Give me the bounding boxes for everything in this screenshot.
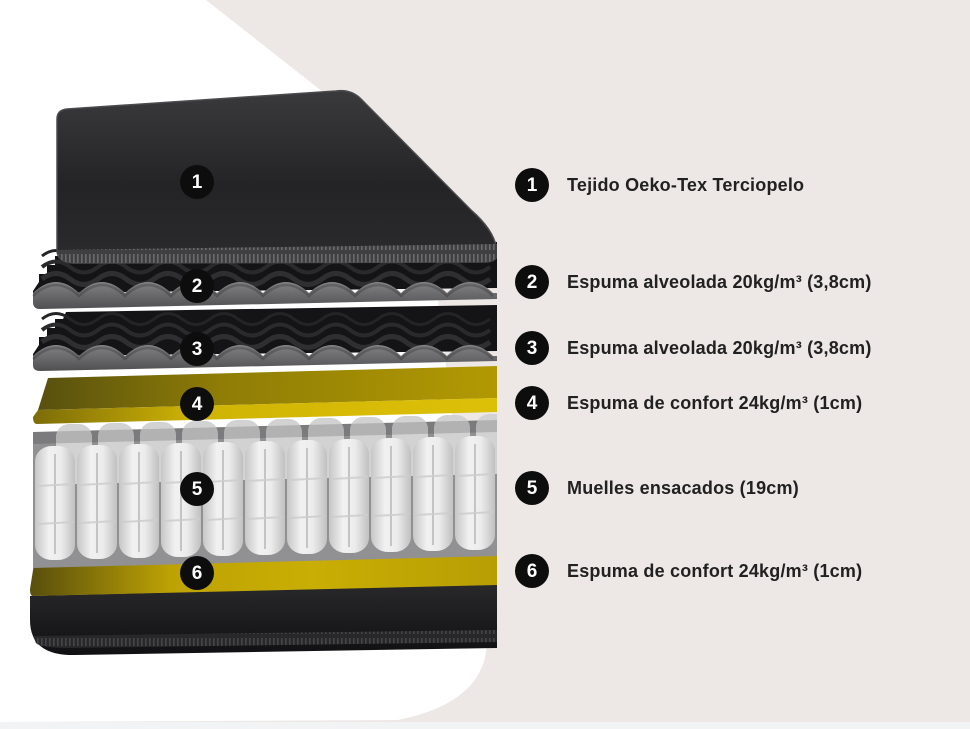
cover-layer-graphic bbox=[56, 89, 497, 264]
legend-item-3: 3 Espuma alveolada 20kg/m³ (3,8cm) bbox=[515, 331, 872, 365]
base-layer-graphic bbox=[30, 584, 497, 656]
layer-1-badge: 1 bbox=[180, 165, 214, 199]
legend-badge-6: 6 bbox=[515, 554, 549, 588]
layer-4-badge: 4 bbox=[180, 387, 214, 421]
legend-label-2: Espuma alveolada 20kg/m³ (3,8cm) bbox=[567, 271, 872, 292]
wavy-foam-lower-graphic bbox=[32, 305, 497, 371]
legend-item-2: 2 Espuma alveolada 20kg/m³ (3,8cm) bbox=[515, 265, 872, 299]
legend-item-4: 4 Espuma de confort 24kg/m³ (1cm) bbox=[515, 386, 862, 420]
layer-6-badge: 6 bbox=[180, 556, 214, 590]
layer-3-badge: 3 bbox=[180, 332, 214, 366]
legend-badge-3: 3 bbox=[515, 331, 549, 365]
legend-label-3: Espuma alveolada 20kg/m³ (3,8cm) bbox=[567, 337, 872, 358]
legend-label-5: Muelles ensacados (19cm) bbox=[567, 477, 799, 498]
legend-label-6: Espuma de confort 24kg/m³ (1cm) bbox=[567, 560, 863, 581]
comfort-foam-top-graphic bbox=[33, 366, 497, 424]
legend-badge-1: 1 bbox=[515, 168, 549, 202]
bottom-strip bbox=[0, 722, 970, 729]
layer-2-badge: 2 bbox=[180, 269, 214, 303]
legend-badge-4: 4 bbox=[515, 386, 549, 420]
legend-badge-5: 5 bbox=[515, 471, 549, 505]
pocket-springs-graphic bbox=[33, 414, 497, 568]
legend-item-1: 1 Tejido Oeko-Tex Terciopelo bbox=[515, 168, 804, 202]
legend-item-5: 5 Muelles ensacados (19cm) bbox=[515, 471, 799, 505]
legend-item-6: 6 Espuma de confort 24kg/m³ (1cm) bbox=[515, 554, 862, 588]
legend-badge-2: 2 bbox=[515, 265, 549, 299]
legend-label-1: Tejido Oeko-Tex Terciopelo bbox=[567, 174, 805, 195]
legend-label-4: Espuma de confort 24kg/m³ (1cm) bbox=[567, 392, 863, 413]
layer-5-badge: 5 bbox=[180, 472, 214, 506]
